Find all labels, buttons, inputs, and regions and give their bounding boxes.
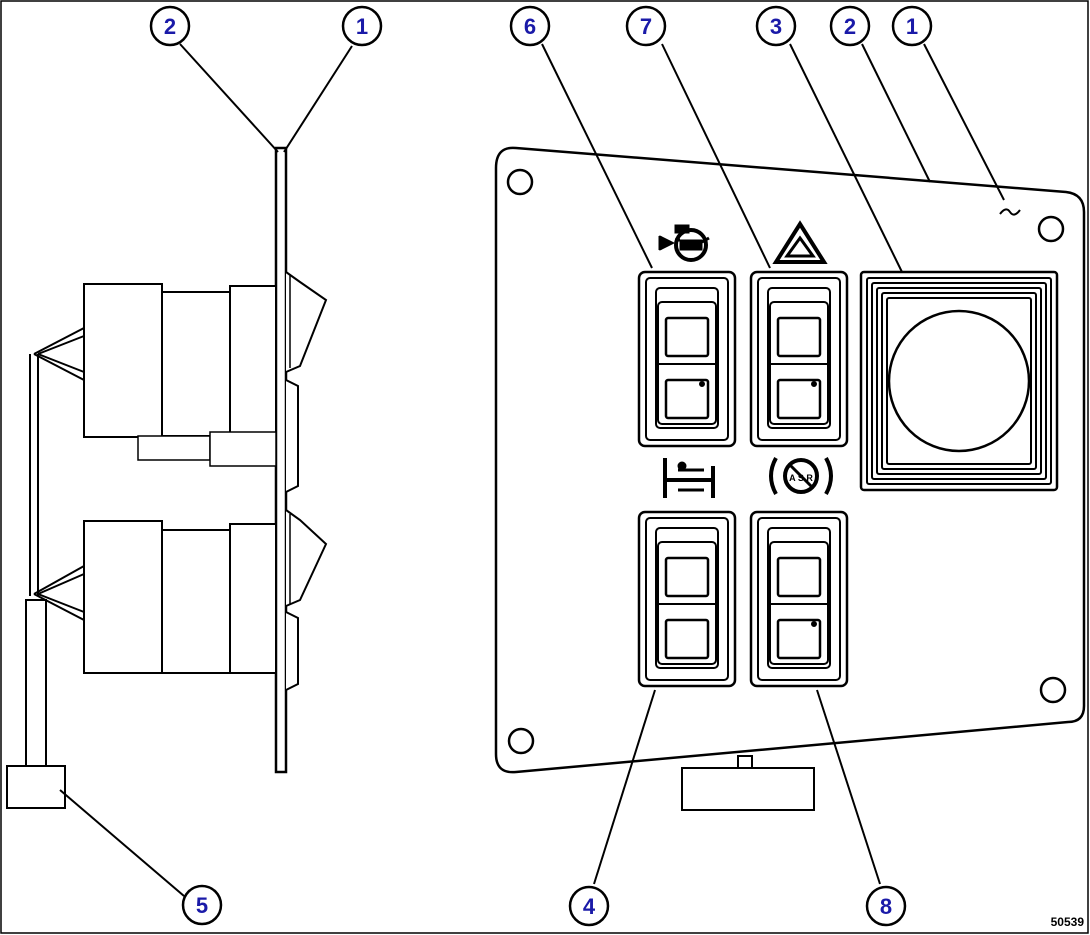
callout-front-2: 2 [829, 5, 871, 47]
side-lower-switch [83, 509, 328, 691]
mounting-hole [1039, 676, 1067, 704]
rocker-switch-hazard[interactable] [749, 270, 849, 448]
engine-preheat-icon [658, 224, 710, 262]
callout-number: 7 [640, 14, 652, 39]
asr-off-icon: A S R [769, 457, 833, 495]
callout-circle [509, 5, 551, 47]
callout-front-7: 7 [625, 5, 667, 47]
callout-number: 3 [770, 14, 782, 39]
callout-number: 2 [164, 14, 176, 39]
callout-number: 8 [880, 894, 892, 919]
callout-circle [181, 884, 223, 926]
hazard-warning-triangle-icon [772, 220, 828, 264]
side-leaders [59, 43, 353, 897]
callout-number: 2 [844, 14, 856, 39]
callout-side-1: 1 [341, 5, 383, 47]
front-leaders [541, 43, 1005, 885]
callout-circle [341, 5, 383, 47]
callout-circle [829, 5, 871, 47]
callout-side-2: 2 [149, 5, 191, 47]
callout-number: 1 [356, 14, 368, 39]
side-upper-switch [83, 271, 328, 493]
callout-front-3: 3 [755, 5, 797, 47]
front-connector [681, 755, 815, 811]
callout-circle [755, 5, 797, 47]
mounting-hole [507, 727, 535, 755]
callout-number: 5 [196, 893, 208, 918]
callout-circle [568, 885, 610, 927]
callout-circle [625, 5, 667, 47]
differential-lock-icon [663, 458, 715, 498]
callout-front-1: 1 [891, 5, 933, 47]
callout-front-8: 8 [865, 885, 907, 927]
rocker-switch-engine-preheat[interactable] [637, 270, 737, 448]
callouts: 2 1 5 6 7 3 2 1 4 8 [149, 5, 933, 927]
side-wire-harness [6, 327, 85, 809]
callout-circle [891, 5, 933, 47]
side-mounting-plate [274, 146, 288, 774]
side-connector [6, 765, 66, 809]
callout-number: 4 [583, 894, 596, 919]
callout-number: 6 [524, 14, 536, 39]
push-button-cap [887, 309, 1031, 453]
svg-text:A S R: A S R [789, 473, 813, 483]
callout-side-5: 5 [181, 884, 223, 926]
rocker-switch-asr[interactable] [749, 510, 849, 688]
side-view [6, 146, 328, 809]
rocker-switch-differential-lock[interactable] [637, 510, 737, 688]
figure-number: 50539 [1051, 915, 1085, 929]
callout-circle [149, 5, 191, 47]
callout-circle [865, 885, 907, 927]
emergency-push-button[interactable] [859, 270, 1059, 492]
tilde-icon [999, 208, 1021, 216]
mounting-hole [1037, 215, 1065, 243]
callout-number: 1 [906, 14, 918, 39]
callout-front-4: 4 [568, 885, 610, 927]
callout-front-6: 6 [509, 5, 551, 47]
mounting-hole [506, 168, 534, 196]
